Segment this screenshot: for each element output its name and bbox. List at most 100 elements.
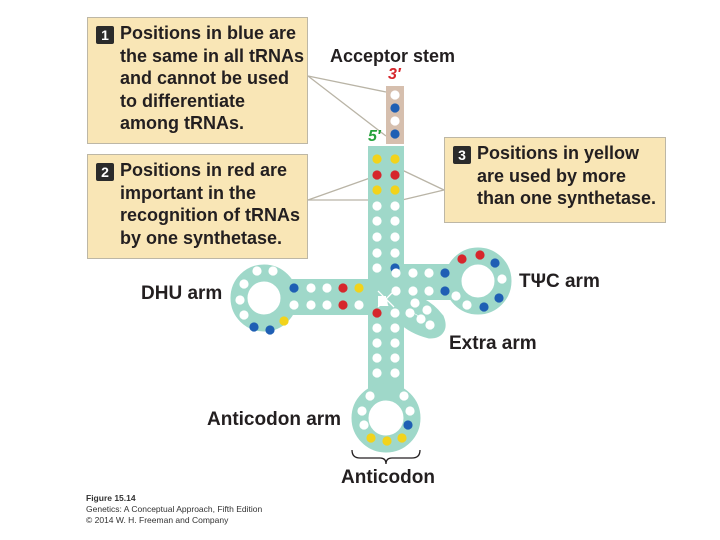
white-nucleotide: [405, 406, 415, 416]
white-nucleotide: [239, 310, 249, 320]
blue-nucleotide: [440, 268, 450, 278]
white-nucleotide: [357, 406, 367, 416]
white-nucleotide: [372, 323, 382, 333]
white-nucleotide: [372, 232, 382, 242]
white-nucleotide: [365, 391, 375, 401]
yellow-nucleotide: [390, 185, 400, 195]
yellow-nucleotide: [382, 436, 392, 446]
callout-leader-line: [307, 177, 371, 201]
blue-nucleotide: [490, 258, 500, 268]
callout-number: 2: [96, 163, 114, 181]
white-nucleotide: [306, 300, 316, 310]
dhu-arm-stem: [288, 279, 378, 315]
callout-blue-positions: 1 Positions in blue are the same in all …: [87, 17, 308, 144]
white-nucleotide: [390, 248, 400, 258]
blue-nucleotide: [403, 420, 413, 430]
extra-arm-label: Extra arm: [449, 333, 537, 354]
acceptor-tail: [386, 86, 404, 144]
anticodon-label: Anticodon: [341, 467, 435, 488]
white-nucleotide: [405, 308, 415, 318]
blue-nucleotide: [390, 129, 400, 139]
white-nucleotide: [372, 201, 382, 211]
blue-nucleotide: [265, 325, 275, 335]
red-nucleotide: [457, 254, 467, 264]
callout-leader-line: [401, 189, 445, 201]
white-nucleotide: [425, 320, 435, 330]
white-nucleotide: [416, 314, 426, 324]
callout-text: Positions in red are important in the re…: [120, 159, 301, 249]
callout-line: Positions in red are: [120, 160, 288, 180]
white-nucleotide: [372, 248, 382, 258]
anticodon-bracket: [351, 449, 421, 465]
callout-line: are used by more: [477, 165, 627, 186]
callout-line: recognition of tRNAs: [120, 205, 300, 225]
callout-text: Positions in yellow are used by more tha…: [477, 142, 659, 210]
white-nucleotide: [391, 286, 401, 296]
red-nucleotide: [338, 300, 348, 310]
callout-red-positions: 2 Positions in red are important in the …: [87, 154, 308, 259]
white-nucleotide: [306, 283, 316, 293]
callout-line: important in the: [120, 182, 256, 203]
white-nucleotide: [410, 298, 420, 308]
white-nucleotide: [372, 353, 382, 363]
white-nucleotide: [408, 286, 418, 296]
white-nucleotide: [359, 420, 369, 430]
yellow-nucleotide: [354, 283, 364, 293]
white-nucleotide: [390, 338, 400, 348]
book-credit: Genetics: A Conceptual Approach, Fifth E…: [86, 504, 263, 514]
callout-line: by one synthetase.: [120, 227, 283, 248]
white-nucleotide: [235, 295, 245, 305]
yellow-nucleotide: [397, 433, 407, 443]
blue-nucleotide: [390, 103, 400, 113]
yellow-nucleotide: [372, 154, 382, 164]
callout-leader-line: [307, 75, 387, 93]
acceptor-stem-label: Acceptor stem: [330, 46, 456, 66]
callout-line: the same in all tRNAs: [120, 45, 305, 66]
white-nucleotide: [451, 291, 461, 301]
white-nucleotide: [322, 300, 332, 310]
white-nucleotide: [372, 338, 382, 348]
white-nucleotide: [252, 266, 262, 276]
callout-text: Positions in blue are the same in all tR…: [120, 22, 305, 135]
blue-nucleotide: [479, 302, 489, 312]
white-nucleotide: [390, 201, 400, 211]
callout-number: 3: [453, 146, 471, 164]
blue-nucleotide: [289, 283, 299, 293]
callout-line: and cannot be used: [120, 68, 290, 88]
red-nucleotide: [372, 170, 382, 180]
white-nucleotide: [391, 268, 401, 278]
callout-line: to differentiate: [120, 90, 246, 111]
red-nucleotide: [390, 170, 400, 180]
white-nucleotide: [239, 279, 249, 289]
white-nucleotide: [390, 232, 400, 242]
white-nucleotide: [372, 368, 382, 378]
white-nucleotide: [408, 268, 418, 278]
white-nucleotide: [390, 308, 400, 318]
callout-line: than one synthetase.: [477, 188, 657, 208]
three-prime-label: 3′: [388, 66, 401, 83]
callout-line: Positions in yellow: [477, 143, 640, 163]
white-nucleotide: [390, 216, 400, 226]
junction-line: [377, 290, 395, 308]
figure-number: Figure 15.14: [86, 493, 136, 503]
white-nucleotide: [399, 391, 409, 401]
blue-nucleotide: [440, 286, 450, 296]
yellow-nucleotide: [279, 316, 289, 326]
dhu-arm-label: DHU arm: [141, 283, 223, 304]
white-nucleotide: [497, 274, 507, 284]
callout-line: among tRNAs.: [120, 113, 245, 133]
callout-yellow-positions: 3 Positions in yellow are used by more t…: [444, 137, 666, 223]
red-nucleotide: [372, 308, 382, 318]
callout-number: 1: [96, 26, 114, 44]
white-nucleotide: [390, 90, 400, 100]
white-nucleotide: [424, 268, 434, 278]
red-nucleotide: [338, 283, 348, 293]
white-nucleotide: [390, 116, 400, 126]
yellow-nucleotide: [372, 185, 382, 195]
copyright-credit: © 2014 W. H. Freeman and Company: [86, 515, 229, 525]
blue-nucleotide: [494, 293, 504, 303]
yellow-nucleotide: [366, 433, 376, 443]
white-nucleotide: [422, 305, 432, 315]
white-nucleotide: [390, 368, 400, 378]
